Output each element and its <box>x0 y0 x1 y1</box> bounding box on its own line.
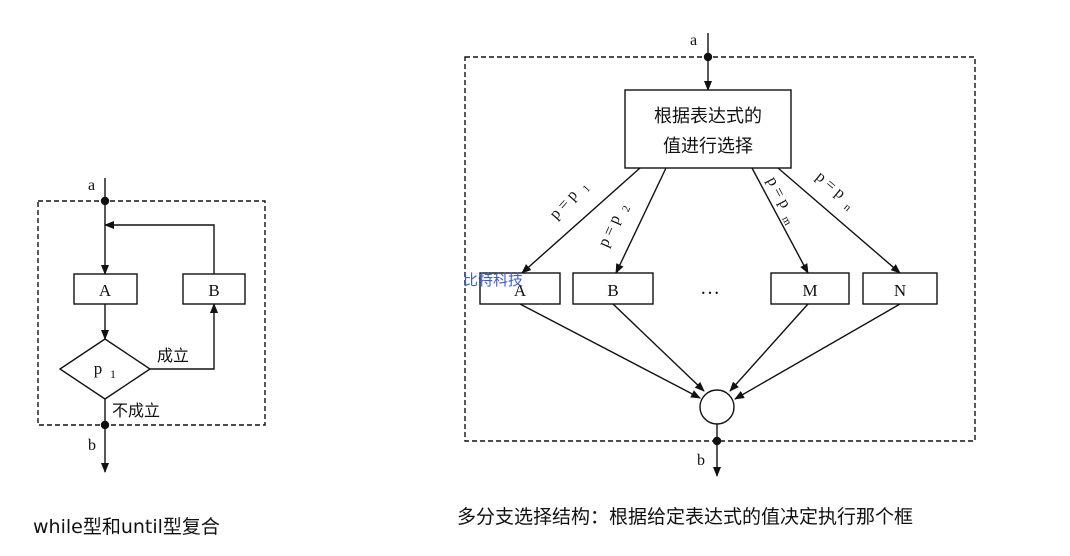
cond-label-n-text: p = p <box>812 168 848 202</box>
right-box-b-label: B <box>607 281 618 300</box>
right-box-n <box>862 272 938 305</box>
cond-label-b-text: p = p <box>595 213 624 250</box>
left-true-branch-label: 成立 <box>157 346 189 365</box>
cond-label-m: p = p m <box>763 174 794 228</box>
left-box-a-label: A <box>99 281 112 300</box>
right-ellipsis: … <box>700 277 720 299</box>
cond-label-a-text: p = p <box>546 187 581 223</box>
right-flowchart <box>464 33 976 477</box>
cond-label-n: p = p n <box>812 168 853 214</box>
merge-arrow-n <box>734 303 901 400</box>
right-selector-line2: 值进行选择 <box>663 136 753 157</box>
left-decision-subscript: 1 <box>110 367 116 381</box>
right-box-n-label: N <box>894 281 906 300</box>
cond-label-a-sub: 1 <box>580 183 593 195</box>
cond-label-m-sub: m <box>779 214 794 228</box>
right-box-m-label: M <box>802 281 817 300</box>
merge-arrow-a <box>519 303 701 399</box>
merge-arrow-b <box>612 303 705 392</box>
cond-label-b: p = p 2 <box>595 204 633 250</box>
left-labels: a A B p 1 成立 不成立 b <box>88 177 220 454</box>
left-box-b-label: B <box>208 281 219 300</box>
watermark-text: 比特科技 <box>463 271 524 289</box>
left-false-branch-label: 不成立 <box>112 401 160 420</box>
left-loop-back-line <box>104 221 215 274</box>
right-caption: 多分支选择结构：根据给定表达式的值决定执行那个框 <box>457 506 914 528</box>
left-true-branch-line <box>150 303 218 370</box>
branch-arrow-n <box>777 167 901 274</box>
left-flowchart <box>37 178 266 473</box>
right-selector-line1: 根据表达式的 <box>654 106 762 127</box>
branch-arrow-b <box>615 167 667 274</box>
right-box-a-label: A <box>514 281 527 300</box>
cond-label-b-sub: 2 <box>620 204 633 214</box>
right-selector-box <box>624 89 792 169</box>
right-box-m <box>770 272 850 305</box>
right-exit-label: b <box>697 452 705 469</box>
right-entry-label: a <box>690 32 697 49</box>
left-box-a <box>73 273 138 305</box>
left-caption: while型和until型复合 <box>33 516 220 538</box>
right-merge-circle <box>699 389 735 425</box>
branch-arrow-m <box>751 167 809 274</box>
branch-arrow-a <box>521 167 641 274</box>
left-dashed-frame <box>37 200 266 426</box>
right-box-b <box>572 272 654 305</box>
cond-label-n-sub: n <box>841 201 853 214</box>
cond-label-a: p = p 1 <box>546 183 593 223</box>
left-entry-label: a <box>88 177 95 194</box>
left-exit-label: b <box>88 437 96 454</box>
left-decision-label: p <box>94 359 103 378</box>
left-decision-diamond <box>58 338 152 400</box>
merge-arrow-m <box>729 303 809 392</box>
cond-label-m-text: p = p <box>763 174 794 211</box>
